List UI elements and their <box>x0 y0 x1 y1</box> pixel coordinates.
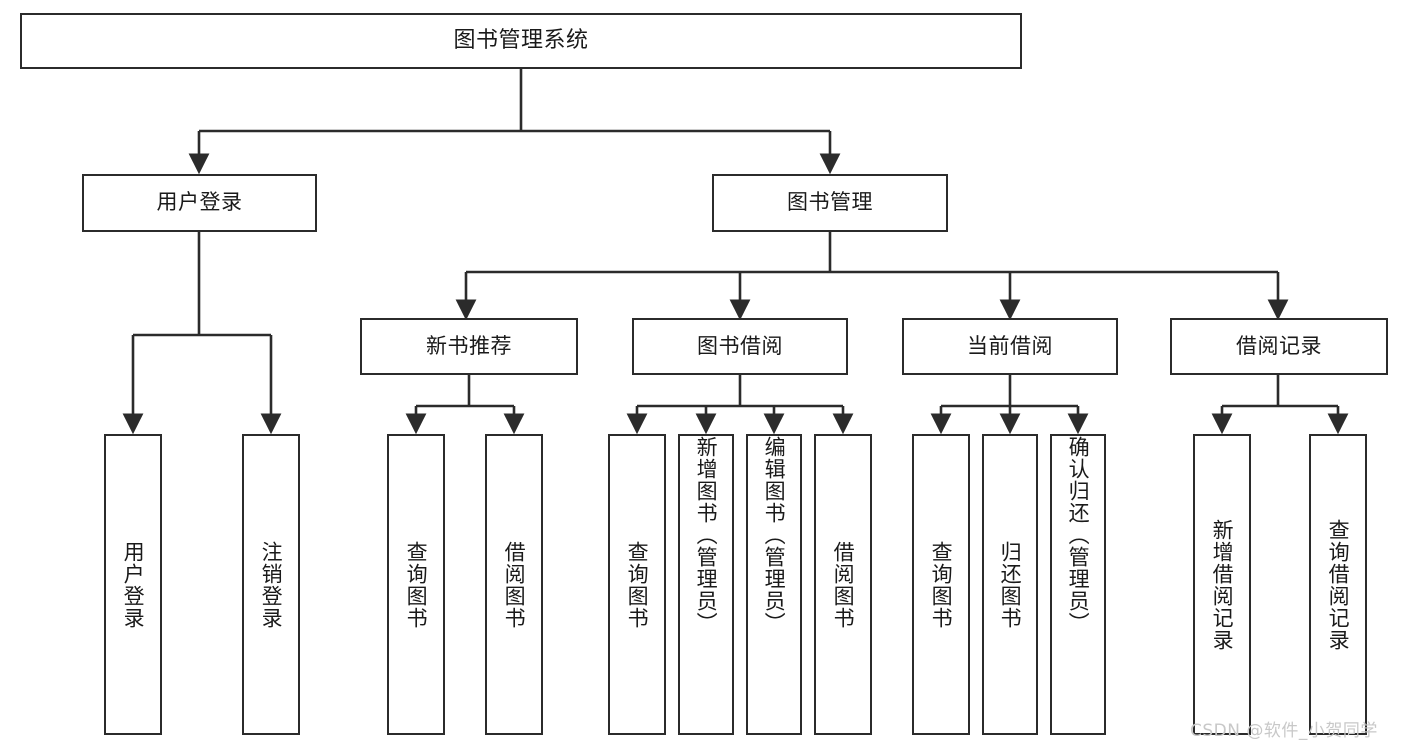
leaf-borrow-book[interactable]: 借阅图书 <box>814 434 872 735</box>
node-user-login[interactable]: 用户登录 <box>82 174 317 232</box>
leaf-edit-book-admin[interactable]: 编辑图书（管理员） <box>746 434 802 735</box>
leaf-borrow-book-recommend[interactable]: 借阅图书 <box>485 434 543 735</box>
leaf-query-book-borrow[interactable]: 查询图书 <box>608 434 666 735</box>
node-label: 借阅记录 <box>1236 333 1322 358</box>
leaf-query-borrow-record[interactable]: 查询借阅记录 <box>1309 434 1367 735</box>
node-label: 图书管理系统 <box>453 28 589 54</box>
leaf-add-borrow-record[interactable]: 新增借阅记录 <box>1193 434 1251 735</box>
node-label: 注销登录 <box>259 540 284 629</box>
node-book-borrow[interactable]: 图书借阅 <box>632 318 848 375</box>
node-label: 确认归还（管理员） <box>1066 436 1091 634</box>
leaf-confirm-return-admin[interactable]: 确认归还（管理员） <box>1050 434 1106 735</box>
node-label: 用户登录 <box>156 190 243 215</box>
node-label: 编辑图书（管理员） <box>762 436 787 634</box>
node-label: 图书借阅 <box>697 333 783 358</box>
node-label: 查询图书 <box>929 540 954 629</box>
node-book-management[interactable]: 图书管理 <box>712 174 948 232</box>
node-label: 查询图书 <box>625 540 650 629</box>
node-root-book-management-system[interactable]: 图书管理系统 <box>20 13 1022 69</box>
node-label: 新书推荐 <box>426 333 512 358</box>
csdn-watermark: CSDN @软件_小贺同学 <box>1190 721 1378 741</box>
node-label: 用户登录 <box>121 540 146 629</box>
node-label: 新增借阅记录 <box>1210 518 1235 651</box>
leaf-query-book-current[interactable]: 查询图书 <box>912 434 970 735</box>
leaf-query-book-recommend[interactable]: 查询图书 <box>387 434 445 735</box>
leaf-user-login[interactable]: 用户登录 <box>104 434 162 735</box>
node-borrow-record[interactable]: 借阅记录 <box>1170 318 1388 375</box>
leaf-add-book-admin[interactable]: 新增图书（管理员） <box>678 434 734 735</box>
node-label: 新增图书（管理员） <box>694 436 719 634</box>
leaf-return-book[interactable]: 归还图书 <box>982 434 1038 735</box>
node-label: 借阅图书 <box>502 540 527 629</box>
node-label: 查询借阅记录 <box>1326 518 1351 651</box>
node-label: 归还图书 <box>998 540 1023 629</box>
node-current-borrow[interactable]: 当前借阅 <box>902 318 1118 375</box>
node-label: 查询图书 <box>404 540 429 629</box>
node-label: 借阅图书 <box>831 540 856 629</box>
node-label: 图书管理 <box>787 190 873 215</box>
leaf-logout-login[interactable]: 注销登录 <box>242 434 300 735</box>
node-label: 当前借阅 <box>967 333 1053 358</box>
node-new-book-recommend[interactable]: 新书推荐 <box>360 318 578 375</box>
